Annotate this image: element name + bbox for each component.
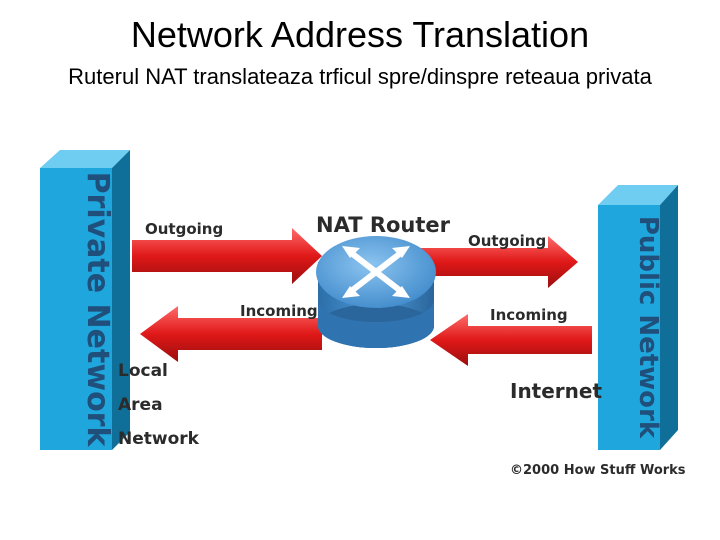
copyright-label: ©2000 How Stuff Works [510, 463, 686, 478]
lan-label-line1: Local [118, 361, 168, 381]
arrow-incoming-left [140, 306, 322, 362]
internet-label: Internet [510, 379, 602, 403]
lan-label-line2: Area [118, 395, 163, 415]
public-network-label: Public Network [633, 216, 663, 439]
private-network-label: Private Network [80, 172, 115, 448]
left-outgoing-label: Outgoing [145, 220, 223, 238]
public-network-block: Public Network [598, 185, 678, 450]
arrow-outgoing-left [132, 228, 322, 284]
right-outgoing-label: Outgoing [468, 232, 546, 250]
slide-title: Network Address Translation [130, 14, 590, 55]
lan-label-line3: Network [118, 429, 200, 449]
slide-subtitle: Ruterul NAT translateaza trficul spre/di… [68, 64, 652, 89]
right-incoming-label: Incoming [490, 306, 568, 324]
router-label: NAT Router [316, 213, 451, 237]
nat-router-icon [316, 236, 436, 348]
left-incoming-label: Incoming [240, 302, 318, 320]
arrow-incoming-right [430, 314, 592, 366]
arrow-outgoing-right [420, 236, 578, 288]
private-network-block: Private Network [40, 150, 130, 450]
